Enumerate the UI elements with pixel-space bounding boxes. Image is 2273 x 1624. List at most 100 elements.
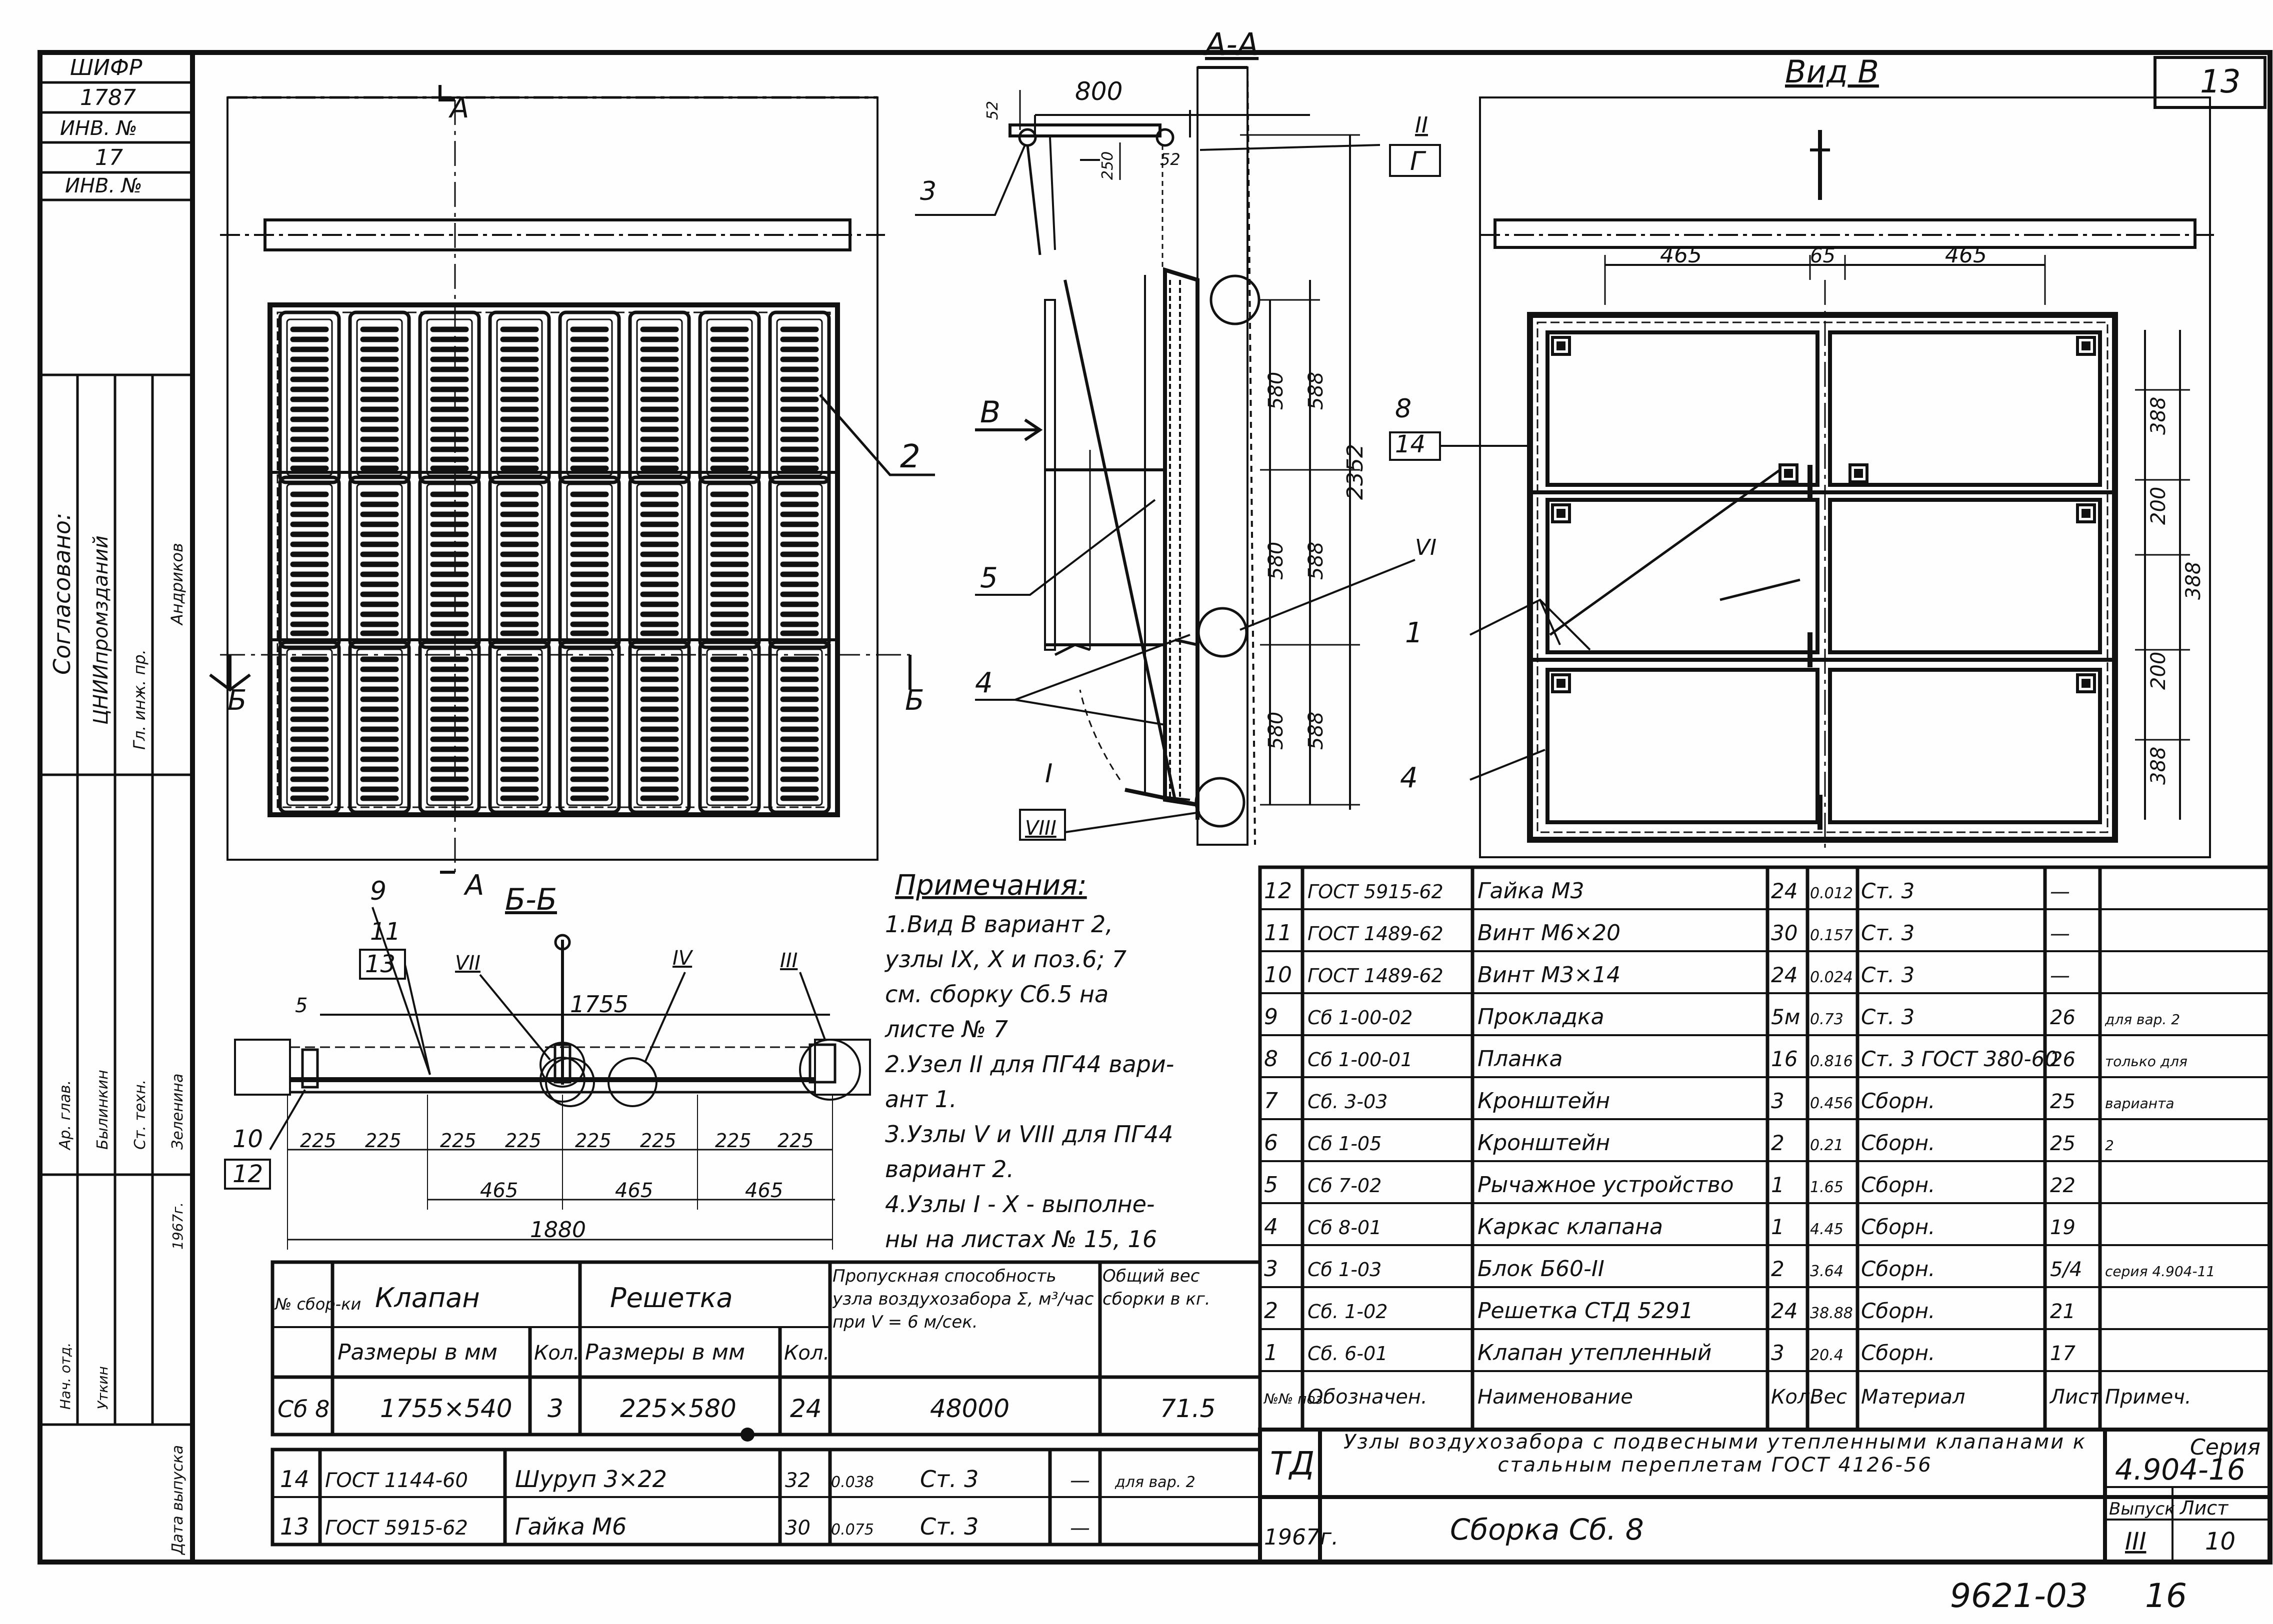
spec-cell-name: Решетка СТД 5291 — [1478, 1298, 1694, 1324]
spec-cell-pos: 2 — [1264, 1298, 1278, 1324]
stamp-name-3: Зеленина — [169, 1074, 186, 1150]
spec-header-note: Примеч. — [2105, 1386, 2192, 1409]
pos-13-label: 13 — [365, 950, 396, 978]
stamp-name-4: Уткин — [94, 1366, 111, 1410]
spec14-material: Ст. 3 — [920, 1466, 978, 1493]
spec-cell-mass: 0.157 — [1810, 927, 1853, 944]
spec-cell-material: Сборн. — [1861, 1215, 1935, 1239]
spec-cell-qty: 3 — [1771, 1089, 1784, 1113]
spec-cell-qty: 24 — [1771, 963, 1798, 987]
section-aa-title: А-А — [1203, 26, 1258, 62]
valve-head-weight: Общий вес сборки в кг. — [1102, 1266, 1210, 1309]
pos-14-label: 14 — [1395, 430, 1426, 458]
node-g-label: Г — [1410, 146, 1426, 176]
stamp-organization: ЦНИИпромзданий — [90, 535, 112, 725]
spec-cell-mass: 3.64 — [1810, 1263, 1844, 1280]
spec-cell-name: Клапан утепленный — [1478, 1340, 1712, 1366]
spec-cell-name: Гайка М3 — [1478, 878, 1584, 904]
spec-cell-sheet: — — [2050, 964, 2070, 987]
title-sheet: 10 — [2205, 1528, 2236, 1556]
dim-bb-225-3: 225 — [440, 1130, 476, 1152]
pos-3-label: 3 — [920, 176, 936, 206]
valve-sub-size-1: Размеры в мм — [338, 1340, 498, 1365]
spec-cell-name: Планка — [1478, 1046, 1562, 1072]
dim-aa-250: 250 — [1099, 151, 1116, 180]
spec-cell-pos: 1 — [1264, 1340, 1278, 1366]
node-vii-label: VII — [455, 952, 480, 975]
dim-bb-465-1: 465 — [480, 1179, 518, 1202]
spec-header-name: Наименование — [1478, 1386, 1633, 1409]
spec-cell-pos: 3 — [1264, 1256, 1278, 1282]
pos-4-label-view: 4 — [1400, 762, 1418, 794]
note-line-6: ант 1. — [885, 1086, 957, 1113]
spec-header-pos: №№ поз. — [1263, 1391, 1327, 1407]
spec-header-qty: Кол. — [1771, 1386, 1816, 1409]
arrow-v-label: В — [980, 395, 1000, 430]
view-v-clips — [1552, 337, 2094, 692]
spec-header-doc: Обозначен. — [1308, 1386, 1428, 1409]
spec-cell-name: Кронштейн — [1478, 1088, 1610, 1114]
title-series: 4.904-16 — [2115, 1453, 2246, 1487]
spec-cell-material: Ст. 3 ГОСТ 380-60 — [1861, 1047, 2058, 1071]
stamp-year: 1967г. — [170, 1202, 186, 1250]
spec-cell-note: 2 — [2105, 1137, 2114, 1154]
spec-cell-material: Сборн. — [1861, 1131, 1935, 1155]
dim-aa-52b: 52 — [1160, 150, 1180, 169]
spec-cell-pos: 6 — [1264, 1130, 1278, 1156]
spec-cell-material: Ст. 3 — [1861, 963, 1914, 987]
spec-cell-mass: 4.45 — [1810, 1221, 1844, 1238]
pos-5-label: 5 — [980, 562, 998, 594]
spec-cell-material: Ст. 3 — [1861, 921, 1914, 945]
view-v-title: Вид В — [1785, 53, 1879, 90]
spec-cell-qty: 2 — [1771, 1131, 1784, 1155]
dim-v-200-1: 200 — [2147, 487, 2170, 525]
pos-4-label-aa: 4 — [975, 667, 993, 699]
spec13-mass: 0.075 — [831, 1521, 874, 1539]
spec-cell-doc: Сб. 3-03 — [1308, 1091, 1388, 1113]
title-block-grid — [1258, 1428, 2272, 1564]
dim-bb-225-1: 225 — [300, 1130, 336, 1152]
note-line-4: листе № 7 — [884, 1016, 1008, 1043]
spec-cell-pos: 11 — [1264, 920, 1292, 946]
spec-cell-sheet: 25 — [2050, 1090, 2076, 1113]
spec-cell-note: варианта — [2105, 1095, 2174, 1112]
dim-v-388-3: 388 — [2147, 747, 2170, 785]
spec-cell-pos: 4 — [1264, 1214, 1278, 1240]
spec-cell-pos: 12 — [1264, 878, 1292, 904]
spec-cell-sheet: 17 — [2050, 1342, 2076, 1365]
cut-b-left: Б — [228, 684, 246, 717]
spec-cell-doc: Сб 7-02 — [1308, 1175, 1382, 1197]
spec-cell-material: Сборн. — [1861, 1299, 1935, 1323]
stamp-row-inv: ИНВ. № — [60, 117, 137, 140]
spec-cell-material: Ст. 3 — [1861, 879, 1914, 903]
valve-head-capacity: Пропускная способность узла воздухозабор… — [832, 1266, 1094, 1332]
pos-8-label: 8 — [1395, 394, 1412, 424]
spec-cell-qty: 3 — [1771, 1341, 1784, 1365]
dim-bb-225-2: 225 — [365, 1130, 402, 1152]
dim-bb-465-3: 465 — [745, 1179, 783, 1202]
cut-a-bottom: А — [464, 869, 484, 902]
sheet-corner-number: 13 — [2200, 63, 2240, 100]
spec13-sheet: — — [1070, 1517, 1090, 1540]
dim-v-465-right: 465 — [1945, 242, 1987, 268]
dim-bb-225-8: 225 — [778, 1130, 814, 1152]
dim-v-388-2: 388 — [2182, 562, 2205, 600]
footer-code: 9621-03 — [1950, 1577, 2088, 1615]
spec-cell-mass: 0.024 — [1810, 969, 1853, 986]
valve-head-grid: Решетка — [610, 1282, 733, 1314]
pos-11-label: 11 — [370, 918, 400, 946]
spec13-material: Ст. 3 — [920, 1513, 978, 1540]
spec-cell-sheet: 22 — [2050, 1174, 2076, 1197]
spec-cell-pos: 7 — [1264, 1088, 1278, 1114]
dim-bb-225-6: 225 — [640, 1130, 676, 1152]
node-iv-label: IV — [672, 947, 694, 970]
spec-header-material: Материал — [1861, 1386, 1965, 1409]
spec14-mass: 0.038 — [831, 1474, 874, 1491]
dim-bb-225-4: 225 — [505, 1130, 542, 1152]
spec-cell-qty: 30 — [1771, 921, 1798, 945]
node-iii-label: III — [780, 949, 798, 972]
pos-2-label: 2 — [900, 438, 920, 475]
title-year: 1967г. — [1264, 1525, 1338, 1550]
